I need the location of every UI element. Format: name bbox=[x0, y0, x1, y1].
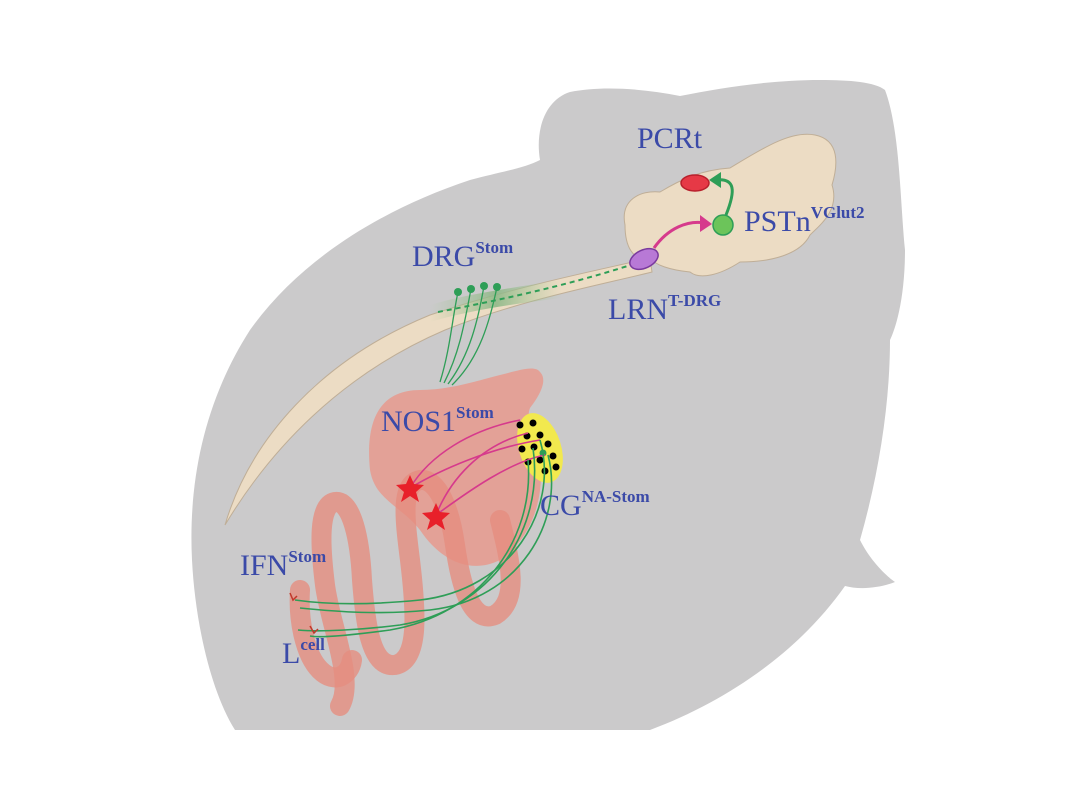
intestine-lower-loop bbox=[289, 580, 362, 688]
lrn-label: LRNT-DRG bbox=[608, 291, 721, 326]
pstn-label: PSTnVGlut2 bbox=[744, 203, 865, 238]
nos1-star-2 bbox=[422, 503, 450, 530]
nos1-fibers bbox=[409, 419, 546, 516]
pcrt-label: PCRt bbox=[637, 122, 703, 155]
drg-fibers bbox=[439, 285, 498, 386]
ganglion-neurons bbox=[516, 419, 560, 475]
lrn-to-pstn-arrowhead bbox=[700, 215, 712, 232]
drg-label: DRGStom bbox=[412, 238, 513, 273]
cg-label: CGNA-Stom bbox=[540, 487, 650, 522]
pstn-nucleus bbox=[712, 214, 734, 236]
lrn-nucleus bbox=[629, 247, 659, 271]
pcrt-nucleus bbox=[680, 174, 710, 192]
cg-fibers bbox=[294, 439, 553, 638]
nos1-star-1 bbox=[396, 475, 424, 502]
ascending-tract bbox=[437, 261, 641, 313]
ifn-terminals bbox=[289, 592, 319, 635]
nos1-label: NOS1Stom bbox=[381, 403, 494, 438]
ifn-label: IFNStom bbox=[240, 547, 326, 582]
drg-cord-segment bbox=[430, 280, 562, 322]
intestine bbox=[311, 470, 521, 716]
lcell-label: Lcell bbox=[282, 635, 325, 670]
pstn-to-pcrt-arrowhead bbox=[709, 172, 721, 188]
